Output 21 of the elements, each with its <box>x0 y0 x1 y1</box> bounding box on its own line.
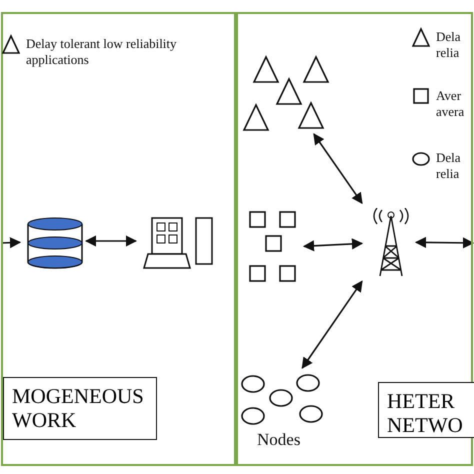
database-icon <box>26 216 84 270</box>
legend-text: Delay tolerant low reliability applications <box>26 36 178 68</box>
panel <box>1 12 236 466</box>
legend-text: Aver avera <box>436 88 466 120</box>
panel <box>236 12 473 466</box>
double-arrow <box>414 236 474 248</box>
triangle-node-group <box>242 54 330 132</box>
network-label-box <box>3 377 157 440</box>
double-arrow <box>313 133 363 204</box>
network-label: MOGENEOUS WORK <box>12 384 144 432</box>
double-arrow <box>84 235 138 247</box>
legend-text: Dela relia <box>436 150 462 182</box>
double-arrow <box>302 280 363 369</box>
circle-node-group <box>241 374 325 428</box>
computer-icon <box>142 216 214 270</box>
arrow <box>0 237 22 248</box>
network-label: HETER NETWO <box>387 389 463 437</box>
double-arrow <box>302 238 364 252</box>
legend-text: Dela relia <box>436 29 462 61</box>
network-label-box <box>378 382 474 438</box>
node-caption: Nodes <box>257 432 300 448</box>
